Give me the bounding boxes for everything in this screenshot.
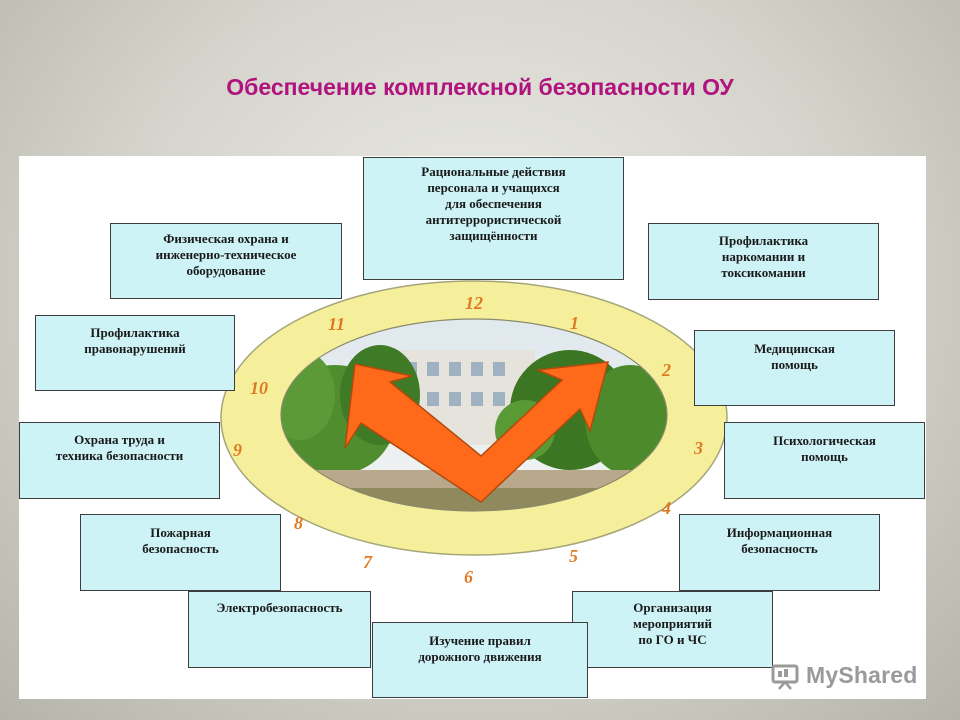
presentation-icon xyxy=(771,664,799,690)
box-medical-help: Медицинская помощь xyxy=(694,330,895,406)
clock-number-10: 10 xyxy=(250,378,268,398)
box-labor-protection: Охрана труда и техника безопасности xyxy=(19,422,220,499)
box-information-security: Информационная безопасность xyxy=(679,514,880,591)
clock-number-7: 7 xyxy=(363,552,372,572)
watermark-text: MyShared xyxy=(806,661,918,688)
chevron-arrows-icon xyxy=(344,361,610,503)
clock-number-12: 12 xyxy=(465,293,483,313)
box-psychological-help: Психологическая помощь xyxy=(724,422,925,499)
page-title: Обеспечение комплексной безопасности ОУ xyxy=(226,74,734,100)
watermark: MyShared xyxy=(770,658,918,692)
clock-number-6: 6 xyxy=(464,567,473,587)
clock-number-3: 3 xyxy=(694,438,703,458)
box-offense-prevention: Профилактика правонарушений xyxy=(35,315,235,391)
box-antiterror-actions: Рациональные действия персонала и учащих… xyxy=(363,157,624,280)
box-traffic-rules: Изучение правил дорожного движения xyxy=(372,622,588,698)
clock-number-1: 1 xyxy=(570,313,579,333)
box-electrical-safety: Электробезопасность xyxy=(188,591,371,668)
box-civil-defense: Организация мероприятий по ГО и ЧС xyxy=(572,591,773,668)
clock-number-11: 11 xyxy=(328,314,346,334)
box-physical-security: Физическая охрана и инженерно-техническо… xyxy=(110,223,342,299)
clock-number-2: 2 xyxy=(662,360,671,380)
box-fire-safety: Пожарная безопасность xyxy=(80,514,281,591)
clock-number-4: 4 xyxy=(662,498,671,518)
box-drug-prevention: Профилактика наркомании и токсикомании xyxy=(648,223,879,300)
clock-number-5: 5 xyxy=(569,546,578,566)
clock-number-9: 9 xyxy=(233,440,242,460)
clock-number-8: 8 xyxy=(294,513,303,533)
